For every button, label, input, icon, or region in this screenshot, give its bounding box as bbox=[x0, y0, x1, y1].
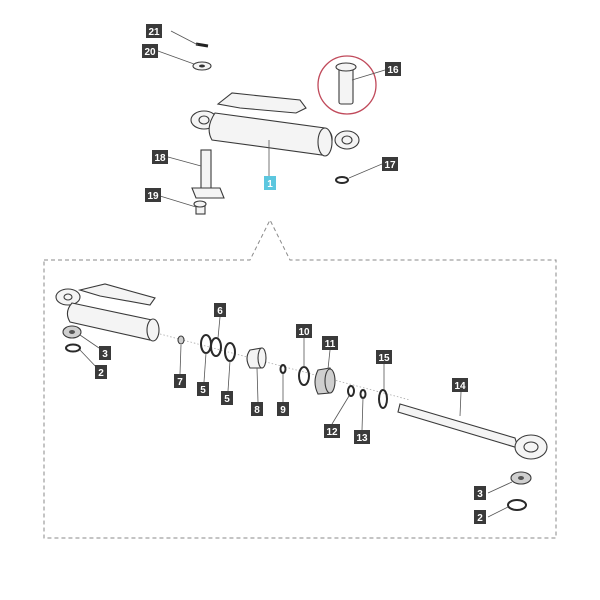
svg-text:3: 3 bbox=[477, 489, 483, 500]
callout-9: 9 bbox=[277, 402, 289, 416]
gland-8 bbox=[246, 347, 267, 369]
callout-19: 19 bbox=[145, 188, 161, 202]
callout-20: 20 bbox=[142, 44, 158, 58]
pin-21 bbox=[195, 42, 209, 48]
svg-text:11: 11 bbox=[325, 339, 336, 350]
callout-1: 1 bbox=[264, 176, 276, 190]
washer-20 bbox=[192, 61, 212, 71]
callout-2-right: 2 bbox=[474, 510, 486, 524]
nut-3-left bbox=[62, 325, 82, 339]
svg-text:3: 3 bbox=[102, 349, 108, 360]
svg-text:14: 14 bbox=[454, 381, 466, 392]
callout-13: 13 bbox=[354, 430, 370, 444]
callout-6: 6 bbox=[214, 303, 226, 317]
piston-11 bbox=[314, 367, 336, 395]
nut-3-right bbox=[510, 471, 532, 485]
svg-text:19: 19 bbox=[147, 191, 159, 202]
svg-text:17: 17 bbox=[384, 160, 396, 171]
svg-text:15: 15 bbox=[378, 353, 390, 364]
bottom-leader-lines bbox=[79, 316, 513, 518]
svg-text:6: 6 bbox=[217, 306, 223, 317]
callout-7: 7 bbox=[174, 374, 186, 388]
oring-5a bbox=[200, 334, 212, 354]
callout-18: 18 bbox=[152, 150, 168, 164]
oring-6 bbox=[210, 337, 222, 357]
svg-text:16: 16 bbox=[387, 65, 399, 76]
svg-text:8: 8 bbox=[254, 405, 260, 416]
svg-text:9: 9 bbox=[280, 405, 286, 416]
svg-text:21: 21 bbox=[148, 27, 160, 38]
top-leader-lines bbox=[157, 30, 386, 208]
cylinder-assembly-top bbox=[190, 92, 360, 157]
ring-12 bbox=[347, 385, 355, 397]
callout-14: 14 bbox=[452, 378, 468, 392]
piston-rod-14 bbox=[397, 403, 548, 460]
callout-3-left: 3 bbox=[99, 346, 111, 360]
pin-16-highlight bbox=[317, 55, 377, 115]
callout-12: 12 bbox=[324, 424, 340, 438]
svg-text:10: 10 bbox=[298, 327, 310, 338]
svg-text:2: 2 bbox=[98, 368, 104, 379]
oring-2-left bbox=[65, 343, 81, 353]
svg-text:5: 5 bbox=[200, 385, 206, 396]
seal-7 bbox=[177, 335, 185, 345]
callout-2-left: 2 bbox=[95, 365, 107, 379]
callout-11: 11 bbox=[322, 336, 338, 350]
cylinder-body-exploded bbox=[55, 283, 160, 342]
callout-15: 15 bbox=[376, 350, 392, 364]
callout-5b: 5 bbox=[221, 391, 233, 405]
oring-15 bbox=[378, 389, 388, 409]
callout-10: 10 bbox=[296, 324, 312, 338]
oring-2-right bbox=[507, 499, 527, 511]
ring-13 bbox=[359, 389, 367, 399]
bracket-18 bbox=[191, 149, 225, 199]
svg-text:20: 20 bbox=[144, 47, 156, 58]
callout-5a: 5 bbox=[197, 382, 209, 396]
circlip-17 bbox=[335, 176, 349, 184]
oring-5b bbox=[224, 342, 236, 362]
callout-21: 21 bbox=[146, 24, 162, 38]
svg-text:18: 18 bbox=[154, 153, 166, 164]
ring-10 bbox=[298, 366, 310, 386]
callout-3-right: 3 bbox=[474, 486, 486, 500]
svg-text:12: 12 bbox=[326, 427, 338, 438]
svg-text:13: 13 bbox=[356, 433, 368, 444]
detail-frame bbox=[43, 218, 557, 539]
svg-text:1: 1 bbox=[267, 179, 273, 190]
svg-text:5: 5 bbox=[224, 394, 230, 405]
callout-8: 8 bbox=[251, 402, 263, 416]
callout-16: 16 bbox=[385, 62, 401, 76]
seal-9 bbox=[279, 364, 287, 374]
svg-text:7: 7 bbox=[177, 377, 183, 388]
svg-text:2: 2 bbox=[477, 513, 483, 524]
callout-17: 17 bbox=[382, 157, 398, 171]
bolt-19 bbox=[193, 200, 207, 215]
